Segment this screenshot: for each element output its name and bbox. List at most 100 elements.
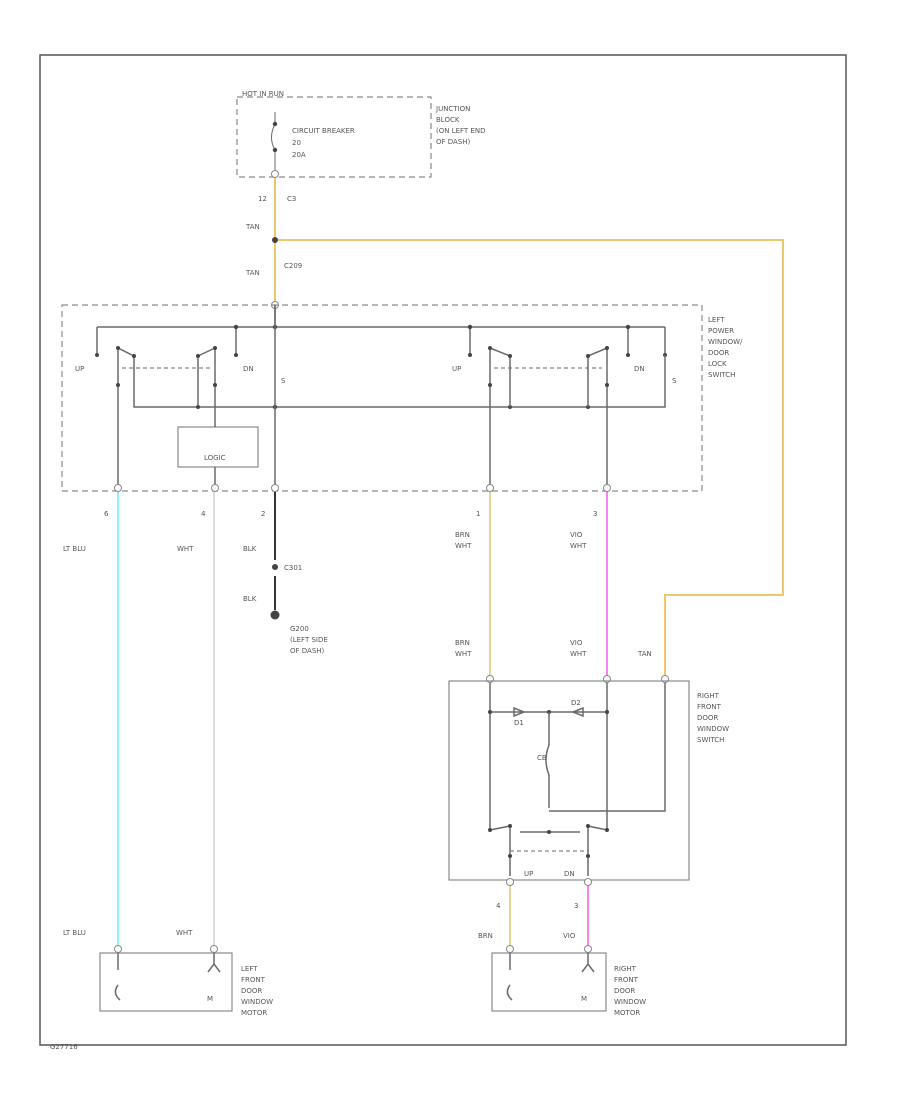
- right-motor-name-1: RIGHT: [614, 965, 637, 973]
- rs-in2-b: WHT: [570, 650, 587, 658]
- c301-connector: C301: [284, 564, 302, 572]
- pin-4-label: 4: [201, 510, 206, 518]
- left-switch-outputs: 6 4 2 1 3 LT BLU WHT BLK C301 BLK G200 (…: [63, 492, 608, 946]
- breaker-label-1: CIRCUIT BREAKER: [292, 127, 355, 135]
- rs-up-contact: [489, 825, 511, 876]
- left-switch-name-6: SWITCH: [708, 371, 735, 379]
- left-switch-bus-bottom: [133, 355, 666, 408]
- left-switch-name-4: DOOR: [708, 349, 729, 357]
- left-switch-name-5: LOCK: [708, 360, 727, 368]
- left-switch-s1: S: [281, 377, 286, 385]
- cb-label: CB: [537, 754, 547, 762]
- diode-d1: [513, 706, 527, 718]
- ground-symbol: [270, 610, 280, 620]
- right-window-switch: BRN WHT VIO WHT TAN D1 D2 CB UP DN: [448, 639, 729, 886]
- tan-label-1: TAN: [245, 223, 260, 231]
- right-switch-outline: [448, 680, 690, 881]
- tan-label-2: TAN: [245, 269, 260, 277]
- breaker-label-2: 20: [292, 139, 301, 147]
- passenger-dn-label: DN: [634, 365, 645, 373]
- right-motor-m: M: [581, 995, 587, 1003]
- driver-dn-label: DN: [243, 365, 254, 373]
- right-motor-outline: [491, 952, 607, 1012]
- wht-label-top: WHT: [177, 545, 194, 553]
- left-window-switch: UP DN S UP DN S LOGIC LEFT POWER WINDOW: [61, 304, 743, 492]
- rs-in1-b: WHT: [455, 650, 472, 658]
- left-motor-outline: [99, 952, 233, 1012]
- junction-pin: [271, 170, 279, 178]
- left-motor-name-5: MOTOR: [241, 1009, 267, 1017]
- left-motor-name-2: FRONT: [241, 976, 266, 984]
- lm-wht-label: WHT: [176, 929, 193, 937]
- pin-2-label: 2: [261, 510, 265, 518]
- tan-splice: [272, 237, 278, 243]
- left-motor-m: M: [207, 995, 213, 1003]
- right-front-motor: M RIGHT FRONT DOOR WINDOW MOTOR: [491, 945, 646, 1017]
- right-switch-name-2: FRONT: [697, 703, 722, 711]
- right-switch-name-1: RIGHT: [697, 692, 720, 700]
- left-switch-name-3: WINDOW/: [708, 338, 743, 346]
- d2-label: D2: [571, 699, 581, 707]
- pin-1-label: 1: [476, 510, 480, 518]
- left-motor-name-1: LEFT: [241, 965, 258, 973]
- brn-wht-label-1a: BRN: [455, 531, 470, 539]
- junction-location-4: OF DASH): [436, 138, 471, 146]
- junction-block-outline: [236, 96, 432, 178]
- left-motor-name-3: DOOR: [241, 987, 262, 995]
- junction-block: HOT IN RUN CIRCUIT BREAKER 20 20A JUNCTI…: [236, 90, 485, 203]
- junction-location-1: JUNCTION: [435, 105, 470, 113]
- left-switch-name-1: LEFT: [708, 316, 725, 324]
- brn-wht-label-1b: WHT: [455, 542, 472, 550]
- logic-module: [177, 426, 259, 468]
- circuit-breaker-cb: [545, 712, 550, 808]
- rs-dn-contact: [587, 825, 608, 876]
- passenger-up-contact: [489, 347, 511, 485]
- diode-d2: [570, 706, 584, 718]
- rs-up-label: UP: [524, 870, 533, 878]
- junction-location-3: (ON LEFT END: [436, 127, 485, 135]
- vio-motor-label: VIO: [563, 932, 576, 940]
- left-switch-s2: S: [672, 377, 677, 385]
- figure-id: G27716: [50, 1043, 78, 1051]
- right-motor-name-3: DOOR: [614, 987, 635, 995]
- right-switch-name-4: WINDOW: [697, 725, 729, 733]
- rm-pin2: 3: [574, 902, 578, 910]
- blk-label-bottom: BLK: [243, 595, 257, 603]
- left-switch-name-2: POWER: [708, 327, 734, 335]
- lm-lt-blu-label: LT BLU: [63, 929, 86, 937]
- ground-name-3: OF DASH): [290, 647, 325, 655]
- logic-label: LOGIC: [204, 454, 226, 462]
- pin-6-label: 6: [104, 510, 109, 518]
- left-switch-outline: [61, 304, 703, 492]
- junction-pin-number: 12: [258, 195, 267, 203]
- rs-dn-label: DN: [564, 870, 575, 878]
- c209-connector: C209: [284, 262, 302, 270]
- tan-wire-right-branch: [275, 239, 784, 677]
- vio-wht-label-1a: VIO: [570, 531, 583, 539]
- brn-motor-label: BRN: [478, 932, 493, 940]
- right-motor-feeds: 4 3 BRN VIO: [478, 886, 589, 946]
- rs-in3: TAN: [637, 650, 652, 658]
- junction-location-2: BLOCK: [436, 116, 460, 124]
- right-motor-name-5: MOTOR: [614, 1009, 640, 1017]
- right-switch-name-5: SWITCH: [697, 736, 724, 744]
- rs-in1-a: BRN: [455, 639, 470, 647]
- left-motor-name-4: WINDOW: [241, 998, 273, 1006]
- junction-connector: C3: [287, 195, 296, 203]
- vio-wht-label-1b: WHT: [570, 542, 587, 550]
- right-motor-name-4: WINDOW: [614, 998, 646, 1006]
- rs-in2-a: VIO: [570, 639, 583, 647]
- ground-name-2: (LEFT SIDE: [290, 636, 328, 644]
- right-switch-name-3: DOOR: [697, 714, 718, 722]
- rm-pin1: 4: [496, 902, 501, 910]
- lt-blu-label-top: LT BLU: [63, 545, 86, 553]
- driver-dn-contact: [197, 347, 216, 405]
- breaker-label-3: 20A: [292, 151, 306, 159]
- blk-label-top: BLK: [243, 545, 257, 553]
- right-motor-name-2: FRONT: [614, 976, 639, 984]
- diagram-frame: [39, 54, 847, 1046]
- d1-label: D1: [514, 719, 524, 727]
- ground-name-1: G200: [290, 625, 309, 633]
- driver-up-contact: [117, 347, 135, 405]
